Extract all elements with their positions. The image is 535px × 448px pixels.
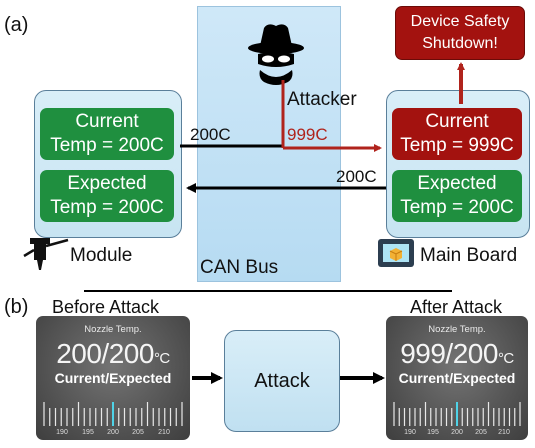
before-scale-label-190: 190: [56, 429, 68, 436]
module-icon: [23, 238, 69, 270]
can-bus-label: CAN Bus: [200, 257, 279, 278]
after-display-subtitle: Current/Expected: [398, 370, 516, 386]
after-scale-label-210: 210: [498, 429, 510, 436]
before-scale-label-210: 210: [158, 429, 170, 436]
before-scale-label-195: 195: [82, 429, 94, 436]
before-display-reading: 200/200: [56, 338, 154, 369]
hacker-icon: [248, 24, 304, 85]
main-board-current-temp: Current Temp = 999C: [392, 108, 522, 160]
safety-shutdown-box: Device Safety Shutdown!: [395, 6, 525, 60]
before-display-unit: °C: [153, 350, 170, 367]
after-scale-label-200: 200: [451, 429, 463, 436]
part-b-arrows: [192, 372, 385, 384]
after-attack-display: Nozzle Temp. 999/200°C Current/Expected …: [386, 316, 528, 440]
return-message-label: 200C: [336, 167, 377, 186]
printer-icon: [378, 239, 414, 267]
after-scale-label-205: 205: [475, 429, 487, 436]
before-display-subtitle: Current/Expected: [54, 370, 172, 386]
main-board-current-text: Current Temp = 999C: [400, 111, 514, 156]
after-attack-label: After Attack: [410, 297, 503, 317]
before-scale-ticks: [43, 402, 183, 426]
can-bus: [197, 6, 341, 282]
before-display-scale: 190 195 200 205 210: [43, 402, 183, 436]
after-display-reading: 999/200: [400, 338, 498, 369]
safety-shutdown-text: Device Safety Shutdown!: [410, 13, 510, 52]
main-board-expected-text: Expected Temp = 200C: [400, 173, 514, 218]
after-scale-label-190: 190: [404, 429, 416, 436]
section-divider: [84, 290, 452, 292]
attacker-label: Attacker: [287, 89, 357, 110]
module-current-temp: Current Temp = 200C: [40, 108, 174, 160]
main-board-expected-temp: Expected Temp = 200C: [392, 170, 522, 222]
attack-box: Attack: [224, 330, 340, 432]
module-current-text: Current Temp = 200C: [50, 111, 164, 156]
before-display-reading-row: 200/200°C: [36, 338, 190, 370]
main-board-label: Main Board: [420, 245, 518, 266]
after-display-scale: 190 195 200 205 210: [393, 402, 521, 436]
after-display-reading-row: 999/200°C: [386, 338, 528, 370]
before-attack-label: Before Attack: [52, 297, 160, 317]
sent-message-label: 200C: [190, 125, 231, 144]
injected-message-label: 999C: [287, 125, 328, 144]
attack-label: Attack: [254, 369, 310, 392]
after-display-unit: °C: [497, 350, 514, 367]
module-expected-temp: Expected Temp = 200C: [40, 170, 174, 222]
before-scale-label-205: 205: [132, 429, 144, 436]
after-scale-ticks: [393, 402, 521, 426]
before-attack-display: Nozzle Temp. 200/200°C Current/Expected …: [36, 316, 190, 440]
before-display-title: Nozzle Temp.: [84, 324, 142, 335]
module-expected-text: Expected Temp = 200C: [50, 173, 164, 218]
part-a-label: (a): [4, 14, 29, 36]
part-a-arrows: [180, 62, 465, 193]
before-scale-label-200: 200: [107, 429, 119, 436]
after-display-title: Nozzle Temp.: [428, 324, 486, 335]
after-scale-label-195: 195: [427, 429, 439, 436]
part-b-label: (b): [4, 296, 29, 318]
module-label: Module: [70, 245, 133, 266]
